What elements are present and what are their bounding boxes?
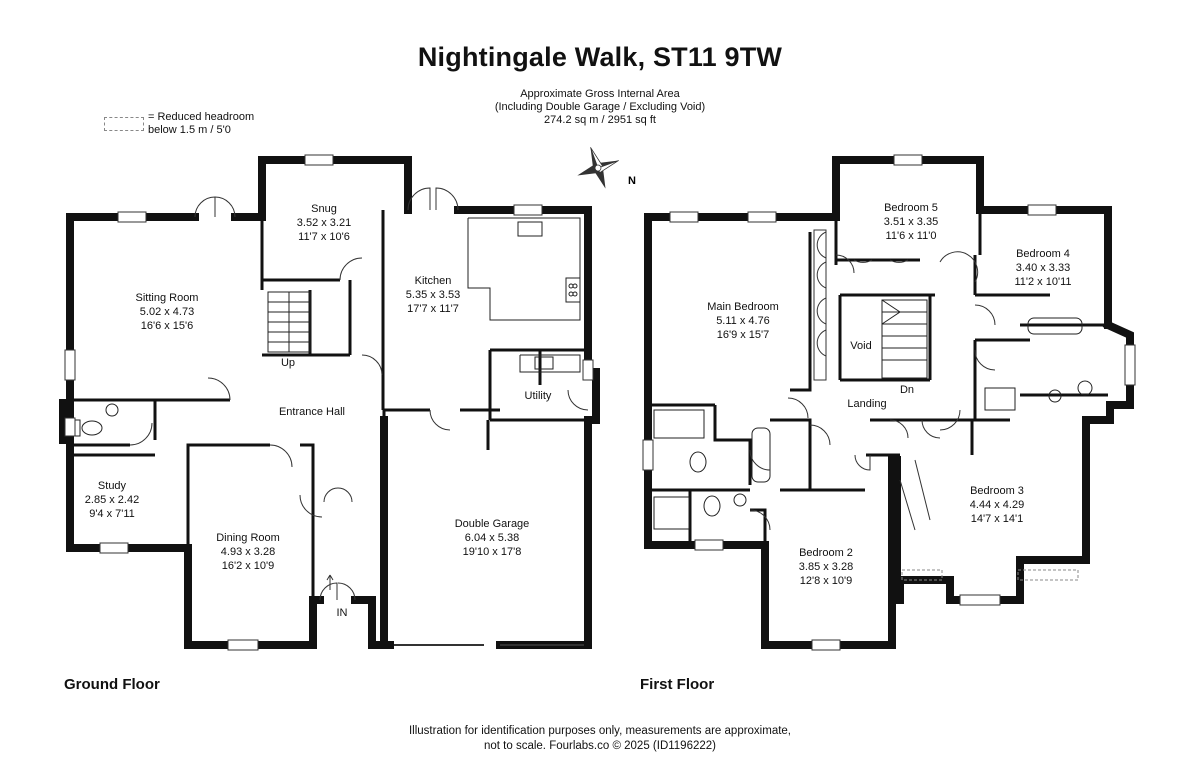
study-imperial: 9'4 x 7'11 (89, 508, 135, 520)
area-inclusion-note: (Including Double Garage / Excluding Voi… (494, 101, 706, 113)
stairs-down-label: Dn (900, 384, 914, 396)
snug-metric: 3.52 x 3.21 (297, 217, 351, 229)
bedroom-5-metric: 3.51 x 3.35 (884, 216, 938, 228)
legend-line-1: = Reduced headroom (148, 111, 255, 123)
dining-room-metric: 4.93 x 3.28 (221, 546, 275, 558)
garage-imperial: 19'10 x 17'8 (463, 546, 522, 558)
ground-floor-labels: Sitting Room 5.02 x 4.73 16'6 x 15'6 Snu… (85, 203, 552, 619)
stairs-up-label: Up (281, 357, 295, 369)
kitchen-metric: 5.35 x 3.53 (406, 289, 460, 301)
area-total: 274.2 sq m / 2951 sq ft (544, 114, 656, 126)
area-caption: Approximate Gross Internal Area (520, 88, 680, 100)
bedroom-3-name: Bedroom 3 (970, 485, 1024, 497)
legend-line-2: below 1.5 m / 5'0 (148, 124, 231, 136)
dining-room-name: Dining Room (216, 532, 280, 544)
sitting-room-imperial: 16'6 x 15'6 (141, 320, 194, 332)
main-bedroom-name: Main Bedroom (707, 301, 779, 313)
void-label: Void (850, 340, 871, 352)
bedroom-2-name: Bedroom 2 (799, 547, 853, 559)
ground-floor-label: Ground Floor (64, 676, 160, 693)
ground-stairs (267, 291, 311, 353)
bedroom-3-metric: 4.44 x 4.29 (970, 499, 1024, 511)
study-name: Study (98, 480, 127, 492)
sitting-room-metric: 5.02 x 4.73 (140, 306, 194, 318)
bedroom-4-metric: 3.40 x 3.33 (1016, 262, 1070, 274)
bedroom-3-imperial: 14'7 x 14'1 (971, 513, 1024, 525)
first-floor-plan (642, 154, 1136, 651)
utility-name: Utility (525, 390, 552, 402)
garage-metric: 6.04 x 5.38 (465, 532, 519, 544)
bedroom-2-imperial: 12'8 x 10'9 (800, 575, 853, 587)
entrance-hall-name: Entrance Hall (279, 406, 345, 418)
reduced-headroom-swatch (104, 117, 144, 131)
kitchen-name: Kitchen (415, 275, 452, 287)
study-metric: 2.85 x 2.42 (85, 494, 139, 506)
main-bedroom-imperial: 16'9 x 15'7 (717, 329, 770, 341)
landing-label: Landing (847, 398, 886, 410)
page-title: Nightingale Walk, ST11 9TW (417, 42, 783, 72)
dining-room-imperial: 16'2 x 10'9 (222, 560, 275, 572)
first-floor-label: First Floor (640, 676, 715, 693)
garage-name: Double Garage (455, 518, 530, 530)
first-floor-labels: Main Bedroom 5.11 x 4.76 16'9 x 15'7 Bed… (707, 202, 1071, 587)
compass-rose-icon: N (577, 147, 636, 189)
bedroom-2-metric: 3.85 x 3.28 (799, 561, 853, 573)
legend-text: = Reduced headroom below 1.5 m / 5'0 (148, 111, 254, 137)
bedroom-4-name: Bedroom 4 (1016, 248, 1070, 260)
ground-floor-plan (59, 154, 600, 651)
first-floor-stairs (881, 299, 928, 379)
compass-north-label: N (628, 175, 636, 187)
sitting-room-name: Sitting Room (136, 292, 199, 304)
snug-imperial: 11'7 x 10'6 (298, 231, 350, 243)
disclaimer-line-2: not to scale. Fourlabs.co © 2025 (ID1196… (483, 740, 716, 752)
entrance-in-label: IN (337, 607, 348, 619)
kitchen-imperial: 17'7 x 11'7 (407, 303, 459, 315)
main-bedroom-metric: 5.11 x 4.76 (716, 315, 770, 327)
snug-name: Snug (311, 203, 337, 215)
bedroom-5-name: Bedroom 5 (884, 202, 938, 214)
bedroom-4-imperial: 11'2 x 10'11 (1014, 276, 1071, 288)
disclaimer-line-1: Illustration for identification purposes… (408, 725, 792, 737)
bedroom-5-imperial: 11'6 x 11'0 (886, 230, 937, 242)
